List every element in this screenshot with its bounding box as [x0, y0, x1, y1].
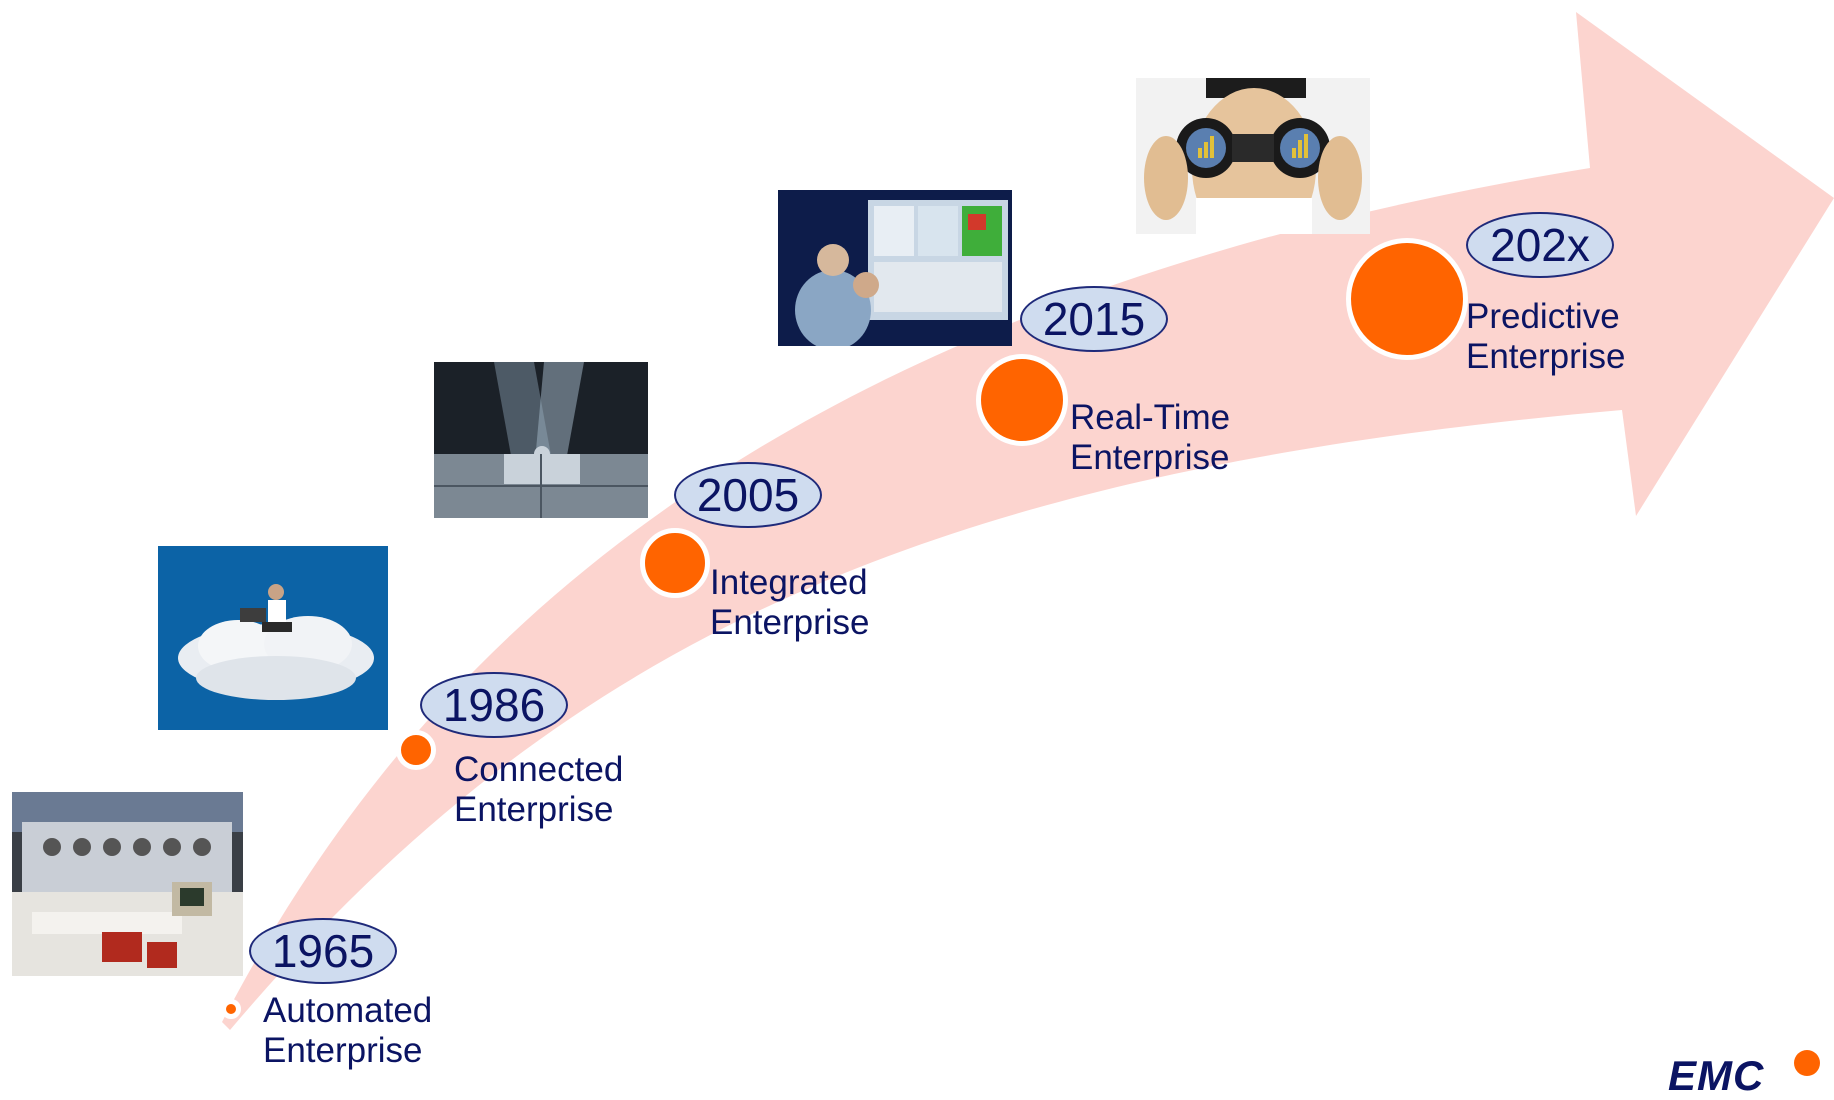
mainframe-room-photo [12, 792, 243, 976]
year-bubble-1965: 1965 [249, 918, 397, 984]
logo-mark-icon [1794, 1050, 1820, 1076]
caption-line-2: Enterprise [263, 1031, 423, 1070]
caption-line-1: Predictive [1466, 297, 1620, 336]
year-label: 1965 [271, 925, 375, 977]
puzzle-piece-spotlight-photo [434, 362, 648, 518]
milestone-caption-202x: Predictive Enterprise [1466, 297, 1626, 377]
milestone-dot-202x [1346, 238, 1468, 360]
milestone-caption-1986: Connected Enterprise [454, 750, 623, 830]
year-label: 202x [1490, 219, 1590, 271]
growth-arrow [222, 12, 1834, 1030]
caption-line-2: Enterprise [1466, 337, 1626, 376]
caption-line-1: Integrated [710, 563, 868, 602]
year-label: 2015 [1042, 293, 1146, 345]
caption-line-1: Automated [263, 991, 433, 1030]
year-bubble-2015: 2015 [1020, 286, 1168, 352]
year-label: 1986 [442, 679, 546, 731]
caption-line-1: Connected [454, 750, 624, 789]
timeline-diagram: 1965 Automated Enterprise 1986 Connected… [12, 12, 1834, 1099]
year-label: 2005 [696, 469, 800, 521]
man-on-cloud-laptop-photo [158, 546, 388, 730]
milestone-dot-1965 [221, 999, 241, 1019]
year-bubble-1986: 1986 [420, 672, 568, 738]
emc-logo: EMC [1668, 1052, 1765, 1099]
year-bubble-2005: 2005 [674, 462, 822, 528]
milestone-dot-2015 [976, 354, 1068, 446]
milestone-dot-2005 [640, 528, 710, 598]
milestone-caption-2005: Integrated Enterprise [710, 563, 870, 643]
milestone-caption-2015: Real-Time Enterprise [1070, 398, 1230, 478]
year-bubble-202x: 202x [1466, 212, 1614, 278]
milestone-dot-1986 [396, 730, 436, 770]
monitoring-control-room-photo [778, 190, 1012, 346]
caption-line-2: Enterprise [454, 790, 614, 829]
caption-line-1: Real-Time [1070, 398, 1231, 437]
milestone-caption-1965: Automated Enterprise [263, 991, 432, 1071]
caption-line-2: Enterprise [710, 603, 870, 642]
caption-line-2: Enterprise [1070, 438, 1230, 477]
man-with-binoculars-photo [1136, 78, 1370, 234]
